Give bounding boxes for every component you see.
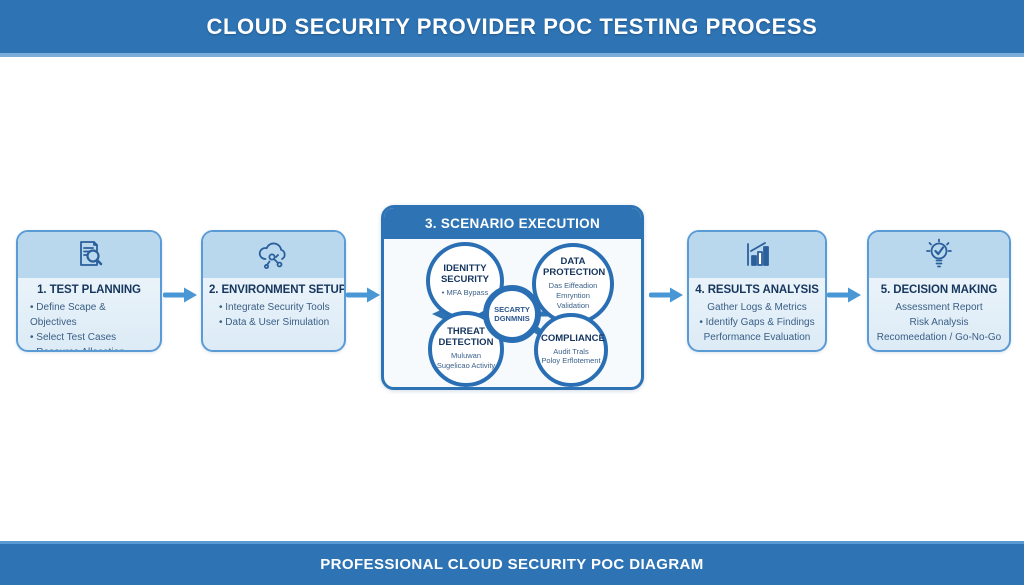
circle-title: DATA PROTECTION — [543, 256, 606, 279]
stage-line: • Integrate Security Tools — [219, 302, 330, 313]
stage-icon-area — [689, 232, 825, 278]
circle-title: IDENITTY SECURITY — [440, 263, 490, 286]
stage-title: 5. DECISION MAKING — [880, 284, 998, 296]
circle-line: • MFA Bypass — [441, 288, 489, 298]
circle-line: Audit Trals — [553, 346, 589, 356]
circle-line: Emryntion — [556, 291, 590, 301]
stage-line: • Resource Allocation — [30, 345, 154, 350]
circle-security-domains: SECARTY DGNMNIS — [483, 285, 541, 343]
document-search-icon — [80, 241, 103, 266]
center-line: DGNMNIS — [494, 314, 530, 323]
circle-line: Poloy Erflotement — [541, 356, 601, 366]
flow-arrow-icon — [649, 287, 683, 303]
stage-line: • Identify Gaps & Findings — [699, 317, 815, 328]
footer-title: PROFESSIONAL CLOUD SECURITY POC DIAGRAM — [320, 556, 704, 573]
circle-line: Sugelicao Activity — [436, 360, 496, 370]
stage-title: 1. TEST PLANNING — [37, 284, 141, 296]
stage-line: Performance Evaluation — [703, 332, 811, 343]
stage-results-analysis: 4. RESULTS ANALYSIS Gather Logs & Metric… — [687, 230, 827, 352]
page-title: CLOUD SECURITY PROVIDER POC TESTING PROC… — [206, 13, 818, 39]
stage-icon-area — [18, 232, 160, 278]
scenario-title: 3. SCENARIO EXECUTION — [424, 216, 601, 231]
circle-line: Das Eiffeadion — [548, 281, 598, 291]
footer-strip — [0, 541, 1024, 544]
circle-title: THREAT DETECTION — [438, 326, 494, 349]
stage-environment-setup: 2. ENVIRONMENT SETUP • Integrate Securit… — [201, 230, 346, 352]
circle-compliance: COMPLIANCE Audit Trals Poloy Erflotement — [534, 313, 608, 387]
flow-arrow-icon — [346, 287, 380, 303]
stage-test-planning: 1. TEST PLANNING • Define Scape & Object… — [16, 230, 162, 352]
lightbulb-check-icon — [926, 238, 952, 268]
circle-line: Muluwan — [450, 351, 481, 361]
stage-line: • Data & User Simulation — [219, 317, 330, 328]
circle-title: COMPLIANCE — [541, 332, 605, 344]
stage-line: • Select Test Cases — [30, 332, 117, 343]
stage-icon-area — [203, 232, 344, 278]
stage-title: 2. ENVIRONMENT SETUP — [209, 284, 346, 296]
circle-line: Validation — [556, 300, 590, 310]
stage-line: Recomeedation / Go-No-Go — [876, 332, 1002, 343]
stage-line: • Define Scape & Objectives — [30, 302, 106, 328]
stage-line: Risk Analysis — [909, 317, 969, 328]
flow-arrow-icon — [163, 287, 197, 303]
footer-bar: PROFESSIONAL CLOUD SECURITY POC DIAGRAM — [0, 544, 1024, 585]
cloud-tools-icon — [258, 242, 286, 269]
center-line: SECARTY — [494, 304, 530, 314]
header-bar: CLOUD SECURITY PROVIDER POC TESTING PROC… — [0, 0, 1024, 53]
stage-scenario-execution: 3. SCENARIO EXECUTION IDENITTY SECURITY … — [381, 205, 644, 390]
stage-title: 4. RESULTS ANALYSIS — [695, 284, 819, 296]
scenario-header: 3. SCENARIO EXECUTION — [384, 208, 641, 239]
flow-arrow-icon — [827, 287, 861, 303]
header-strip — [0, 53, 1024, 57]
bar-chart-icon — [747, 242, 769, 266]
stage-line: Gather Logs & Metrics — [707, 302, 807, 313]
scenario-body: IDENITTY SECURITY • MFA Bypass DATA PROT… — [384, 239, 641, 387]
stage-decision-making: 5. DECISION MAKING Assessment Report Ris… — [867, 230, 1011, 352]
stage-icon-area — [869, 232, 1009, 278]
stage-line: Assessment Report — [895, 302, 983, 313]
